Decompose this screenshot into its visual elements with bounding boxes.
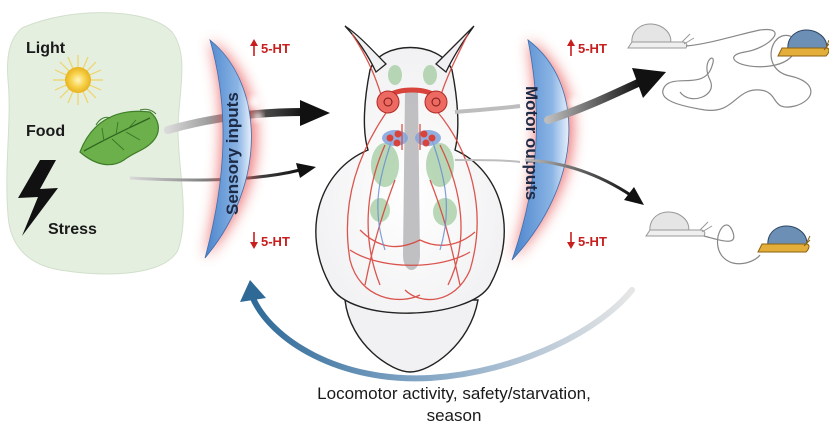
output-arrows [524, 68, 666, 205]
sensory-5ht-up: 5-HT [250, 39, 290, 56]
motor-5ht-down-label: 5-HT [578, 234, 607, 249]
outcome-low-activity [645, 211, 811, 265]
feedback-caption-line1: Locomotor activity, safety/starvation, [317, 384, 591, 403]
pedal-ganglia [382, 124, 441, 150]
sensory-5ht-down: 5-HT [250, 232, 290, 249]
snail-icon [645, 211, 713, 237]
light-label: Light [26, 40, 66, 57]
snail-to-motor-arrows [454, 104, 521, 163]
motor-outputs-label: Motor outputs [522, 86, 541, 200]
sensory-panel: Sensory inputs 5-HT 5-HT [204, 38, 290, 259]
sensory-inputs-label: Sensory inputs [223, 92, 242, 215]
motor-5ht-up-label: 5-HT [578, 41, 607, 56]
sensory-5ht-up-label: 5-HT [261, 41, 290, 56]
snail-icon [627, 23, 695, 49]
leaf-icon [79, 108, 159, 166]
motor-panel: Motor outputs 5-HT 5-HT [511, 39, 607, 261]
motor-5ht-down: 5-HT [567, 232, 607, 249]
feedback-caption-line2: season [427, 406, 482, 425]
motor-5ht-up: 5-HT [567, 39, 607, 56]
snail-center [315, 25, 505, 373]
stress-label: Stress [48, 221, 97, 238]
lightning-icon [18, 160, 58, 236]
stimulus-panel: Light Food Str [6, 12, 184, 275]
feedback-arrow [240, 280, 635, 382]
outcome-high-activity [627, 23, 829, 111]
cerebral-ganglia [376, 87, 448, 114]
snail-icon [777, 29, 829, 57]
sun-icon [53, 55, 103, 105]
sensory-5ht-down-label: 5-HT [261, 234, 290, 249]
snail-icon [757, 225, 811, 253]
food-label: Food [26, 123, 65, 140]
